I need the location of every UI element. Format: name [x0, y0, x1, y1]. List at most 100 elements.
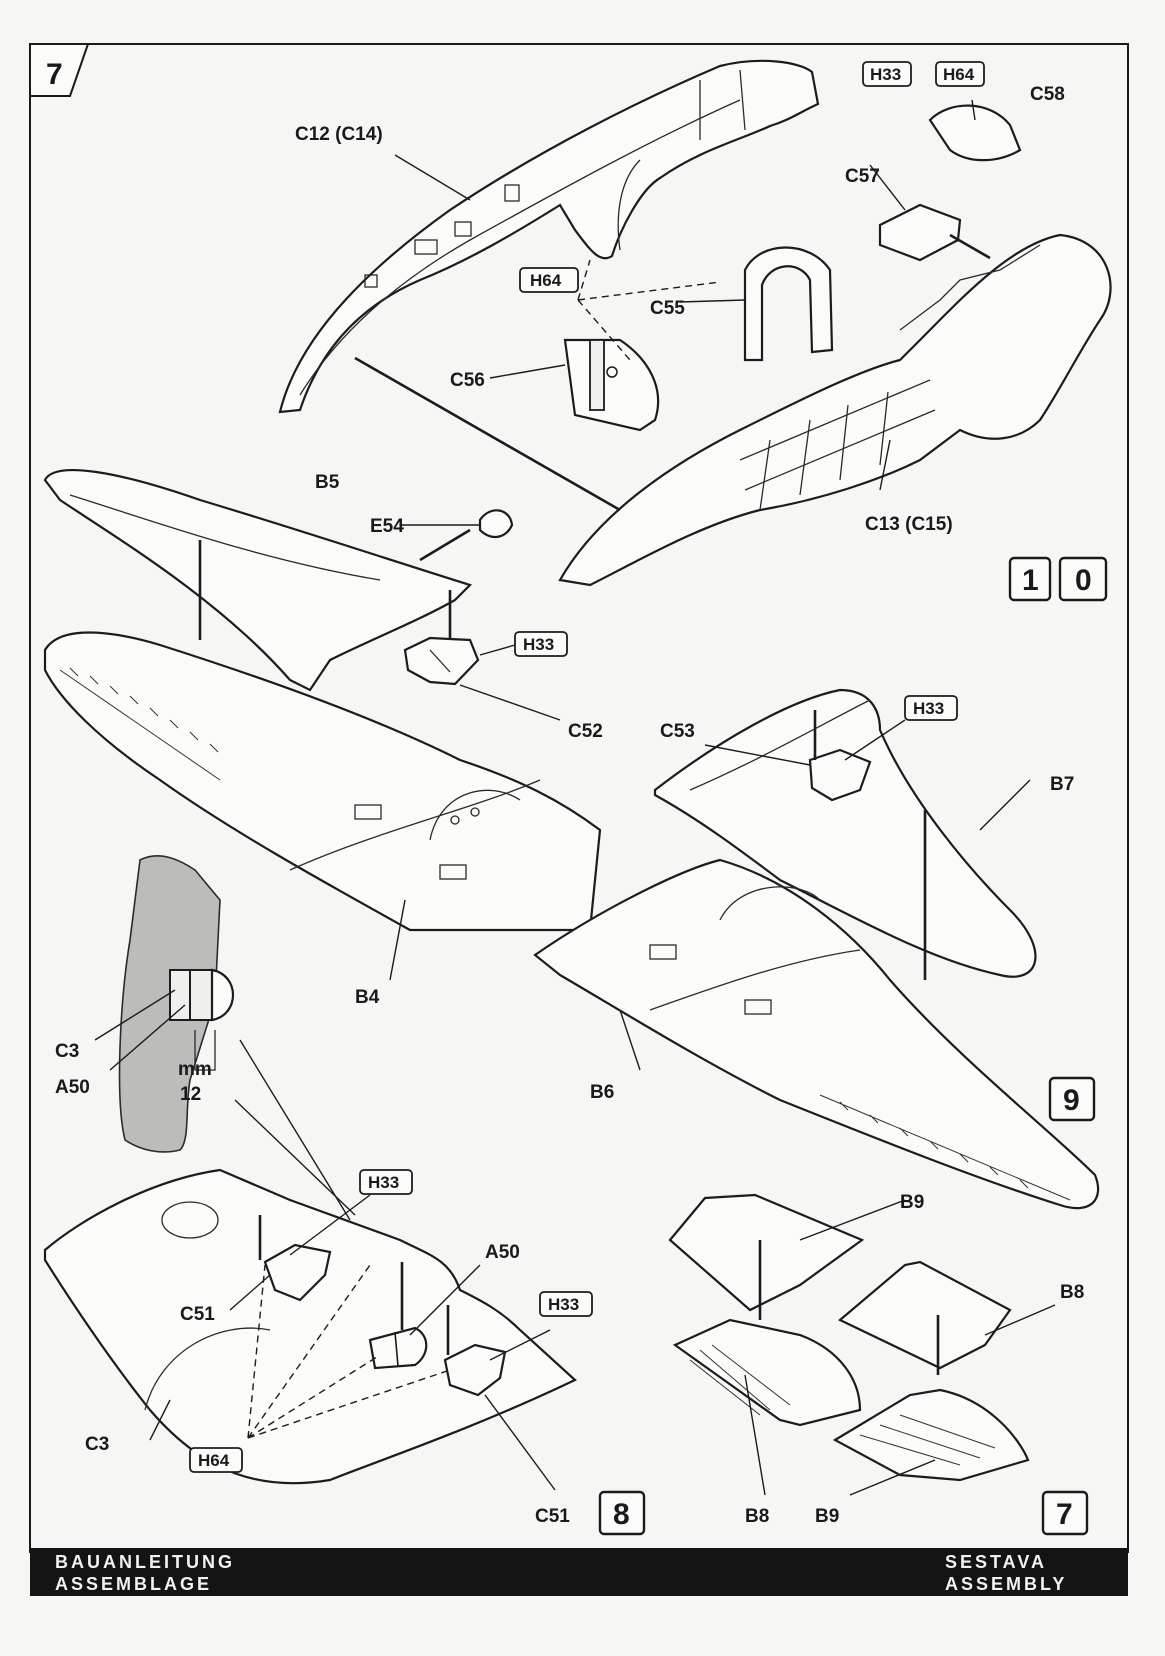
label-e54: E54	[370, 516, 404, 537]
label-c12: C12 (C14)	[295, 124, 383, 145]
label-c51-left: C51	[180, 1304, 215, 1325]
dashed-leader	[247, 1354, 381, 1439]
leader-line	[289, 1194, 371, 1256]
leader-line	[849, 1459, 936, 1496]
part-c51-left	[263, 1243, 332, 1302]
wing-part-b4	[43, 631, 602, 932]
part-c52	[403, 636, 480, 686]
step-7-badge: 7	[1041, 1490, 1089, 1536]
leader-line	[984, 1304, 1056, 1336]
tag-h64-mid: H64	[519, 267, 579, 293]
part-c56	[563, 338, 660, 432]
label-b8-right: B8	[1060, 1282, 1084, 1303]
leader-line	[979, 779, 1031, 831]
leader-line	[109, 1004, 186, 1071]
tag-h33-top: H33	[862, 61, 912, 87]
label-b8-bottom: B8	[745, 1506, 769, 1527]
stabilizer-b9-top	[668, 1193, 865, 1312]
label-c53: C53	[660, 721, 695, 742]
dashed-leader	[577, 259, 591, 301]
label-a50: A50	[485, 1242, 520, 1263]
part-c51-right	[443, 1343, 507, 1397]
svg-text:8: 8	[613, 1498, 630, 1531]
label-b4: B4	[355, 987, 380, 1008]
leader-line	[704, 744, 811, 766]
fuselage-half-c12	[278, 59, 820, 414]
part-c55	[743, 246, 834, 362]
label-c52: C52	[568, 721, 603, 742]
wing-part-b7	[653, 688, 1037, 978]
tag-h33-b7: H33	[904, 695, 958, 721]
dashed-leader	[247, 1264, 266, 1439]
leader-line	[94, 989, 176, 1041]
leader-line	[869, 164, 906, 211]
bar-text-bauanleitung: BAUANLEITUNG	[55, 1552, 235, 1572]
leader-line	[394, 154, 471, 201]
svg-text:H33: H33	[913, 699, 944, 718]
assembly-arrow	[419, 528, 471, 562]
step-10-badge: 1 0	[1008, 556, 1108, 602]
leader-line	[484, 1394, 556, 1491]
tag-h33-b5: H33	[514, 631, 568, 657]
svg-text:H33: H33	[368, 1173, 399, 1192]
page-number: 7	[46, 58, 63, 91]
step-8-badge: 8	[598, 1490, 646, 1536]
elevator-b9-bottom	[832, 1388, 1030, 1482]
label-c55: C55	[650, 298, 685, 319]
leader-line	[234, 1099, 356, 1216]
tag-h33-c3: H33	[359, 1169, 413, 1195]
svg-text:9: 9	[1063, 1084, 1080, 1117]
leader-line	[459, 684, 561, 721]
svg-text:H33: H33	[548, 1295, 579, 1314]
assembly-arrow	[949, 233, 991, 260]
svg-text:H33: H33	[870, 65, 901, 84]
leader-line	[879, 439, 891, 491]
label-b9-bottom: B9	[815, 1506, 839, 1527]
part-c53	[808, 748, 872, 802]
svg-text:H64: H64	[943, 65, 975, 84]
label-b9-top: B9	[900, 1192, 924, 1213]
tag-h64-top: H64	[935, 61, 985, 87]
detail-inset	[118, 855, 235, 1153]
label-c3-detail: C3	[55, 1041, 79, 1062]
label-b7: B7	[1050, 774, 1074, 795]
part-c58	[928, 104, 1022, 162]
bar-text-assembly: ASSEMBLY	[945, 1574, 1067, 1594]
label-dim12: 12	[180, 1084, 201, 1105]
wing-part-b5	[43, 468, 473, 692]
leader-line	[744, 1374, 766, 1496]
bar-text-assemblage: ASSEMBLAGE	[55, 1574, 212, 1594]
svg-text:H33: H33	[523, 635, 554, 654]
part-c57	[878, 203, 962, 262]
wing-part-b6	[533, 858, 1100, 1210]
title-bar: SESTAVA ASSEMBLY BAUANLEITUNG ASSEMBLAGE	[30, 1548, 1128, 1596]
leader-line	[971, 99, 976, 121]
svg-text:H64: H64	[198, 1451, 230, 1470]
step-9-badge: 9	[1048, 1076, 1096, 1122]
leader-line	[679, 299, 746, 303]
dashed-leader	[577, 281, 721, 301]
fuselage-bottom-c3	[43, 1168, 577, 1485]
label-mm: mm	[178, 1059, 212, 1080]
stabilizer-b8-right	[837, 1260, 1012, 1370]
svg-text:H64: H64	[530, 271, 562, 290]
leader-line	[409, 1264, 481, 1336]
page-number-badge: 7	[29, 43, 90, 97]
assembly-arrow	[354, 356, 621, 512]
label-c3: C3	[85, 1434, 109, 1455]
leader-line	[149, 1399, 171, 1441]
leader-line	[389, 899, 406, 981]
label-c13: C13 (C15)	[865, 514, 953, 535]
leader-line	[799, 1199, 906, 1241]
label-c51-bottom: C51	[535, 1506, 570, 1527]
part-e54	[478, 509, 514, 538]
step-10-digit-1: 1	[1022, 564, 1039, 597]
svg-text:7: 7	[1056, 1498, 1073, 1531]
dashed-leader	[577, 299, 631, 361]
label-c58: C58	[1030, 84, 1065, 105]
leader-line	[239, 1039, 351, 1221]
leader-line	[479, 644, 516, 656]
label-c56: C56	[450, 370, 485, 391]
